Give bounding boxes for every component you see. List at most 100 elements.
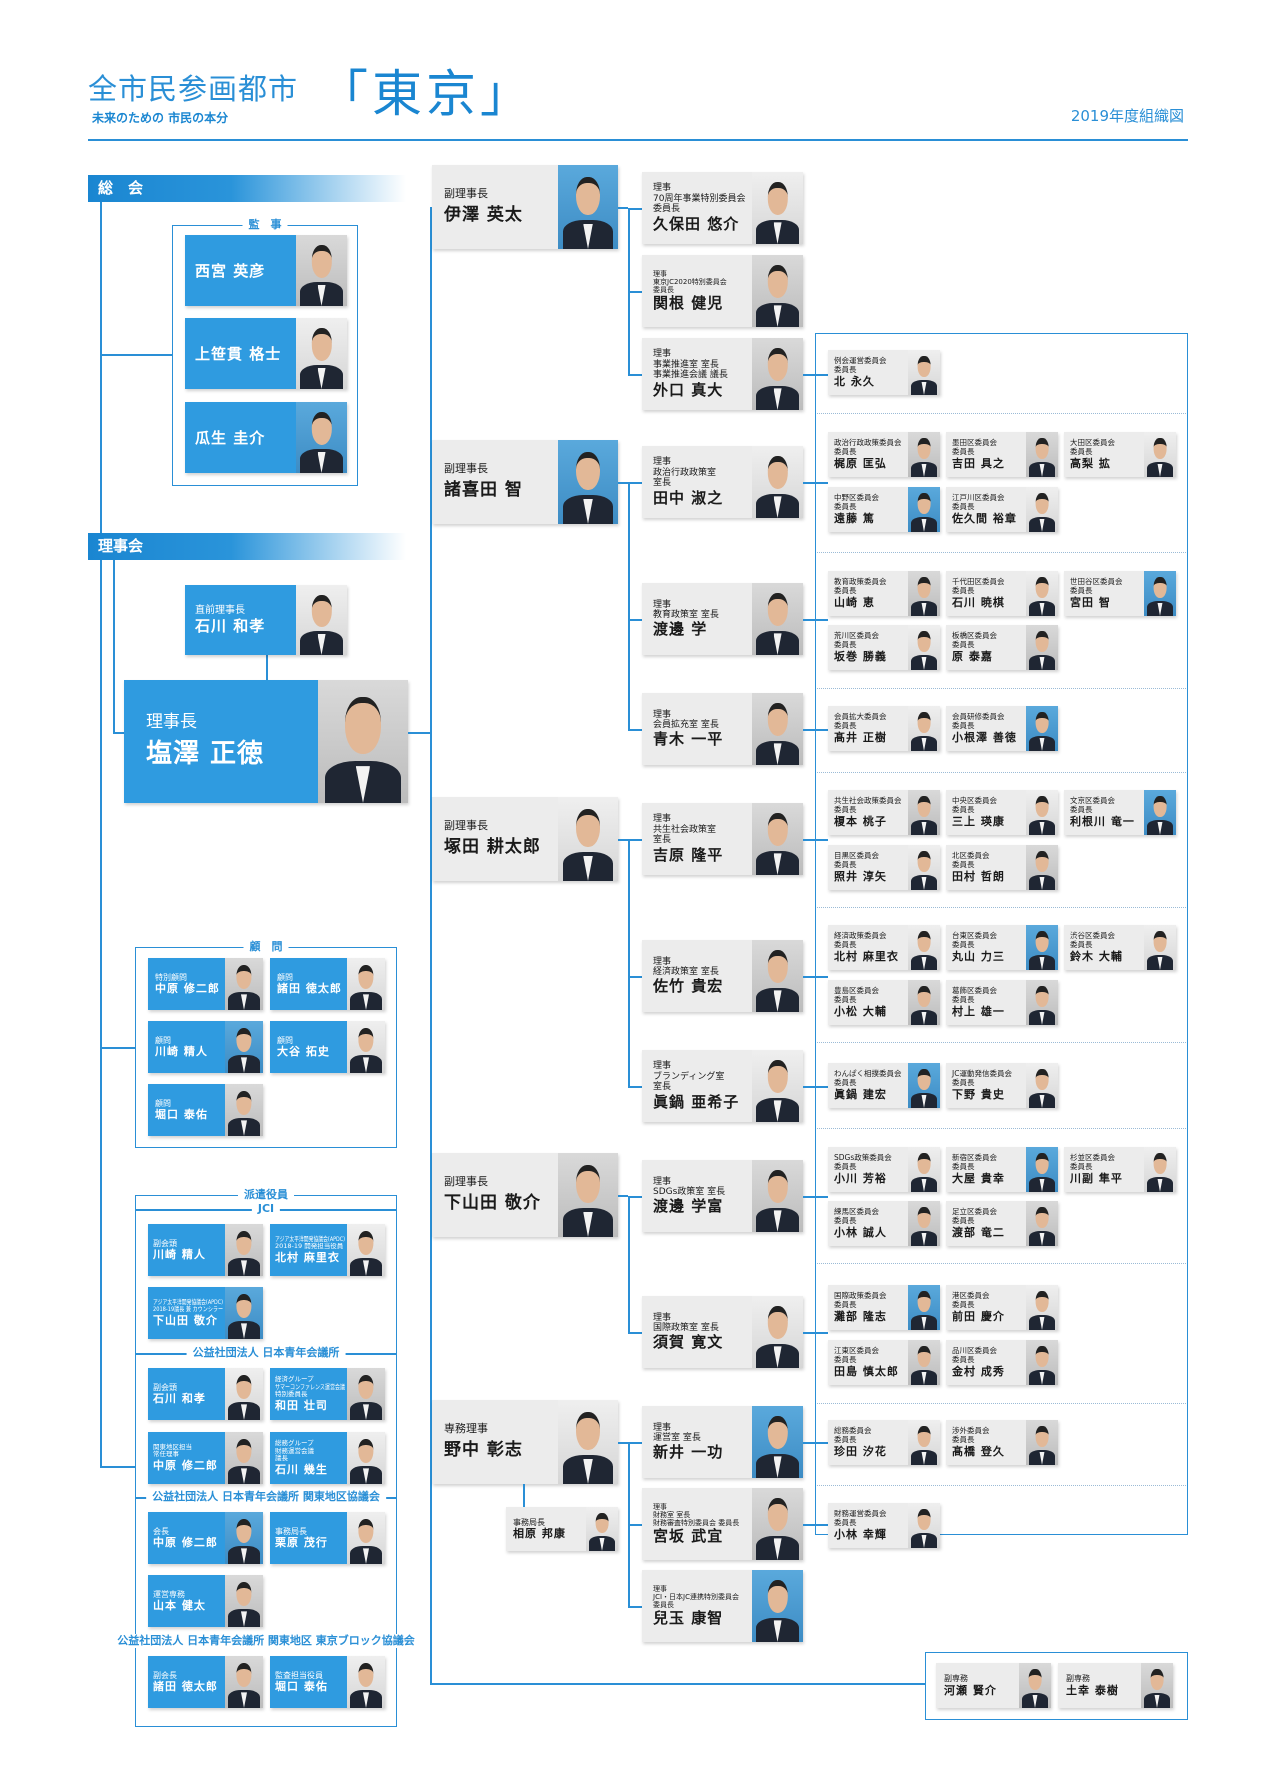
dispatched-card[interactable]: 副会頭川崎 精人 xyxy=(148,1224,263,1276)
person-name: 吉田 具之 xyxy=(952,456,1005,470)
director-card[interactable]: 理事政治行政政策室室長田中 淑之 xyxy=(642,446,803,518)
person-photo xyxy=(752,446,803,518)
photo-silhouette-head xyxy=(1035,1069,1049,1090)
committee-chair-card[interactable]: わんぱく相撲委員会委員長眞鍋 建宏 xyxy=(828,1063,940,1108)
connector-line xyxy=(628,482,642,484)
photo-silhouette-shirt xyxy=(317,367,326,389)
advisor-card[interactable]: 顧問川崎 精人 xyxy=(148,1021,263,1073)
committee-chair-card[interactable]: 練馬区委員会委員長小林 誠人 xyxy=(828,1201,940,1246)
vice-chair-card[interactable]: 副理事長伊澤 英太 xyxy=(432,165,618,249)
person-role: 経済政策委員会 xyxy=(834,931,887,941)
dispatched-card[interactable]: 事務局長栗原 茂行 xyxy=(270,1512,385,1564)
committee-chair-card[interactable]: 北区委員会委員長田村 哲朗 xyxy=(946,845,1058,890)
auditor-card[interactable]: 瓜生 圭介 xyxy=(185,402,347,473)
committee-chair-card[interactable]: 政治行政政策委員会委員長梶原 匡弘 xyxy=(828,432,940,477)
director-card[interactable]: 理事会員拡充室 室長青木 一平 xyxy=(642,693,803,765)
deputy-executive-card[interactable]: 副専務河瀬 賢介 xyxy=(936,1663,1051,1708)
committee-chair-card[interactable]: 江東区委員会委員長田島 慎太郎 xyxy=(828,1340,940,1385)
person-name: 宮坂 武宜 xyxy=(653,1527,724,1546)
director-card[interactable]: 理事東京JC2020特別委員会委員長関根 健児 xyxy=(642,255,803,327)
vice-chair-card[interactable]: 副理事長塚田 耕太郎 xyxy=(432,797,618,881)
advisor-card[interactable]: 顧問諸田 徳太郎 xyxy=(270,958,385,1010)
deputy-executive-card[interactable]: 副専務土幸 泰樹 xyxy=(1058,1663,1173,1708)
committee-chair-card[interactable]: 財務運営委員会委員長小林 幸輝 xyxy=(828,1503,940,1548)
dispatched-card[interactable]: 会長中原 修二郎 xyxy=(148,1512,263,1564)
committee-chair-card[interactable]: 足立区委員会委員長渡部 竜二 xyxy=(946,1201,1058,1246)
photo-silhouette-shirt xyxy=(1157,956,1163,970)
dispatched-card[interactable]: 副会長諸田 徳太郎 xyxy=(148,1656,263,1708)
committee-chair-card[interactable]: SDGs政策委員会委員長小川 芳裕 xyxy=(828,1147,940,1192)
committee-chair-card[interactable]: 総務委員会委員長珍田 汐花 xyxy=(828,1420,940,1465)
committee-chair-card[interactable]: 台東区委員会委員長丸山 力三 xyxy=(946,925,1058,970)
committee-chair-card[interactable]: 会員拡大委員会委員長髙井 正樹 xyxy=(828,706,940,751)
committee-chair-card[interactable]: 大田区委員会委員長高梨 拡 xyxy=(1064,432,1176,477)
dispatched-card[interactable]: 監査担当役員堀口 泰佑 xyxy=(270,1656,385,1708)
director-card[interactable]: 理事教育政策室 室長渡邊 学 xyxy=(642,583,803,655)
director-card[interactable]: 理事財務室 室長財務審査特別委員会 委員長宮坂 武宜 xyxy=(642,1488,803,1560)
committee-chair-card[interactable]: JC運動発信委員会委員長下野 貴史 xyxy=(946,1063,1058,1108)
person-role: 荒川区委員会 xyxy=(834,631,879,641)
director-card[interactable]: 理事ブランディング室室長眞鍋 亜希子 xyxy=(642,1050,803,1122)
photo-silhouette-shirt xyxy=(362,1404,370,1420)
chair-card[interactable]: 理事長塩澤 正徳 xyxy=(124,680,408,803)
committee-chair-card[interactable]: 豊島区委員会委員長小松 大輔 xyxy=(828,980,940,1025)
person-role: 世田谷区委員会 xyxy=(1070,577,1123,587)
vice-chair-card[interactable]: 副理事長下山田 敬介 xyxy=(432,1153,618,1237)
committee-chair-card[interactable]: 例会運営委員会委員長北 永久 xyxy=(828,350,940,395)
director-card[interactable]: 理事国際政策室 室長須賀 寛文 xyxy=(642,1296,803,1368)
director-card[interactable]: 理事運営室 室長新井 一功 xyxy=(642,1406,803,1478)
director-card[interactable]: 理事事業推進室 室長事業推進会議 議長外口 真大 xyxy=(642,338,803,410)
committee-chair-card[interactable]: 葛飾区委員会委員長村上 雄一 xyxy=(946,980,1058,1025)
vice-chair-card[interactable]: 副理事長諸喜田 智 xyxy=(432,440,618,524)
dispatched-card[interactable]: 運営専務山本 健太 xyxy=(148,1575,263,1627)
advisor-card[interactable]: 特別顧問中原 修二郎 xyxy=(148,958,263,1010)
committee-chair-card[interactable]: 中野区委員会委員長遠藤 篤 xyxy=(828,487,940,532)
auditor-card[interactable]: 西宮 英彦 xyxy=(185,235,347,306)
committee-chair-card[interactable]: 経済政策委員会委員長北村 麻里衣 xyxy=(828,925,940,970)
person-role: 財務運営委員会 xyxy=(834,1509,887,1519)
committee-chair-card[interactable]: 板橋区委員会委員長原 泰嘉 xyxy=(946,625,1058,670)
committee-chair-card[interactable]: 杉並区委員会委員長川副 隼平 xyxy=(1064,1147,1176,1192)
committee-chair-card[interactable]: 品川区委員会委員長金村 成秀 xyxy=(946,1340,1058,1385)
committee-chair-card[interactable]: 目黒区委員会委員長照井 淳矢 xyxy=(828,845,940,890)
dispatched-card[interactable]: 経済グループサマーコンファレンス運営会議特別委員長和田 壮司 xyxy=(270,1368,385,1420)
committee-chair-card[interactable]: 会員研修委員会委員長小根澤 善徳 xyxy=(946,706,1058,751)
committee-chair-card[interactable]: 教育政策委員会委員長山崎 恵 xyxy=(828,571,940,616)
committee-chair-card[interactable]: 共生社会政策委員会委員長榎本 桃子 xyxy=(828,790,940,835)
committee-chair-card[interactable]: 国際政策委員会委員長灘部 隆志 xyxy=(828,1285,940,1330)
photo-silhouette-head xyxy=(358,965,374,990)
card-text: 荒川区委員会委員長坂巻 勝義 xyxy=(834,625,887,670)
dispatched-card[interactable]: アジア太平洋開発協議会(APDC)2018-19 開発担当役員北村 麻里衣 xyxy=(270,1224,385,1276)
dispatched-card[interactable]: 関東地区担当常任理事中原 修二郎 xyxy=(148,1432,263,1484)
committee-chair-card[interactable]: 千代田区委員会委員長石川 暁棋 xyxy=(946,571,1058,616)
committee-chair-card[interactable]: 中央区委員会委員長三上 瑛康 xyxy=(946,790,1058,835)
connector-line xyxy=(100,354,172,356)
committee-chair-card[interactable]: 渋谷区委員会委員長鈴木 大輔 xyxy=(1064,925,1176,970)
person-name: 佐久間 裕章 xyxy=(952,511,1017,525)
secretary-general-card[interactable]: 事務局長相原 邦康 xyxy=(506,1507,618,1551)
advisor-card[interactable]: 顧問大谷 拓史 xyxy=(270,1021,385,1073)
dispatched-card[interactable]: アジア太平洋開発協議会(APDC)2018-19議長 兼 カウンシラー下山田 敬… xyxy=(148,1287,263,1339)
person-role: 渉外委員会 xyxy=(952,1426,990,1436)
committee-chair-card[interactable]: 文京区委員会委員長利根川 竜一 xyxy=(1064,790,1176,835)
dispatched-card[interactable]: 副会頭石川 和孝 xyxy=(148,1368,263,1420)
dispatched-card[interactable]: 総務グループ財務運営会議議長石川 幾生 xyxy=(270,1432,385,1484)
committee-chair-card[interactable]: 江戸川区委員会委員長佐久間 裕章 xyxy=(946,487,1058,532)
committee-chair-card[interactable]: 墨田区委員会委員長吉田 具之 xyxy=(946,432,1058,477)
committee-chair-card[interactable]: 港区委員会委員長前田 慶介 xyxy=(946,1285,1058,1330)
committee-chair-card[interactable]: 荒川区委員会委員長坂巻 勝義 xyxy=(828,625,940,670)
director-card[interactable]: 理事共生社会政策室室長吉原 隆平 xyxy=(642,803,803,875)
connector-line xyxy=(430,1195,432,1197)
person-role: 2018-19議長 兼 カウンシラー xyxy=(153,1305,224,1314)
prev-chair-card[interactable]: 直前理事長石川 和孝 xyxy=(185,585,347,655)
auditor-card[interactable]: 上笹貫 格士 xyxy=(185,318,347,389)
director-card[interactable]: 理事経済政策室 室長佐竹 貴宏 xyxy=(642,940,803,1012)
committee-chair-card[interactable]: 新宿区委員会委員長大屋 貴幸 xyxy=(946,1147,1058,1192)
vice-chair-card[interactable]: 専務理事野中 彰志 xyxy=(432,1400,618,1484)
committee-chair-card[interactable]: 世田谷区委員会委員長宮田 智 xyxy=(1064,571,1176,616)
committee-chair-card[interactable]: 渉外委員会委員長髙橋 登久 xyxy=(946,1420,1058,1465)
advisor-card[interactable]: 顧問堀口 泰佑 xyxy=(148,1084,263,1136)
